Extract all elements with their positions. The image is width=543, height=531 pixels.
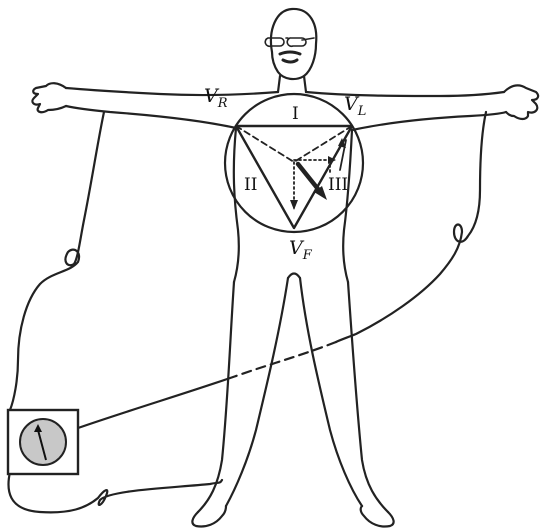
wire-left-arm-solid — [336, 112, 486, 342]
label-vl: VL — [344, 93, 366, 119]
head-outline — [271, 9, 316, 79]
left-leg — [300, 278, 388, 512]
glasses — [265, 38, 314, 46]
right-leg — [198, 278, 288, 512]
wire-right-arm — [10, 112, 104, 410]
left-foot — [361, 506, 394, 527]
galvanometer — [8, 410, 78, 474]
right-foot — [192, 506, 226, 527]
human-figure — [32, 9, 538, 527]
right-hand — [32, 83, 66, 112]
wire-left-arm-to-gauge — [78, 376, 236, 428]
label-lead-i: I — [292, 104, 299, 124]
projection-arrow-down-icon — [290, 200, 298, 210]
vertex-labels: VR VL VF I II III — [204, 85, 366, 263]
crotch — [288, 274, 300, 279]
label-vf: VF — [289, 237, 313, 263]
label-lead-ii: II — [244, 175, 257, 195]
galvanometer-dial-icon — [20, 419, 66, 465]
left-hand — [504, 85, 538, 119]
right-arm — [66, 88, 278, 128]
label-vr: VR — [204, 85, 228, 111]
label-lead-iii: III — [328, 175, 348, 195]
moustache — [280, 52, 300, 62]
wire-left-arm-dashed — [236, 342, 336, 376]
wire-left-leg — [8, 472, 222, 512]
electrode-wires — [8, 112, 486, 512]
left-arm — [306, 92, 506, 130]
